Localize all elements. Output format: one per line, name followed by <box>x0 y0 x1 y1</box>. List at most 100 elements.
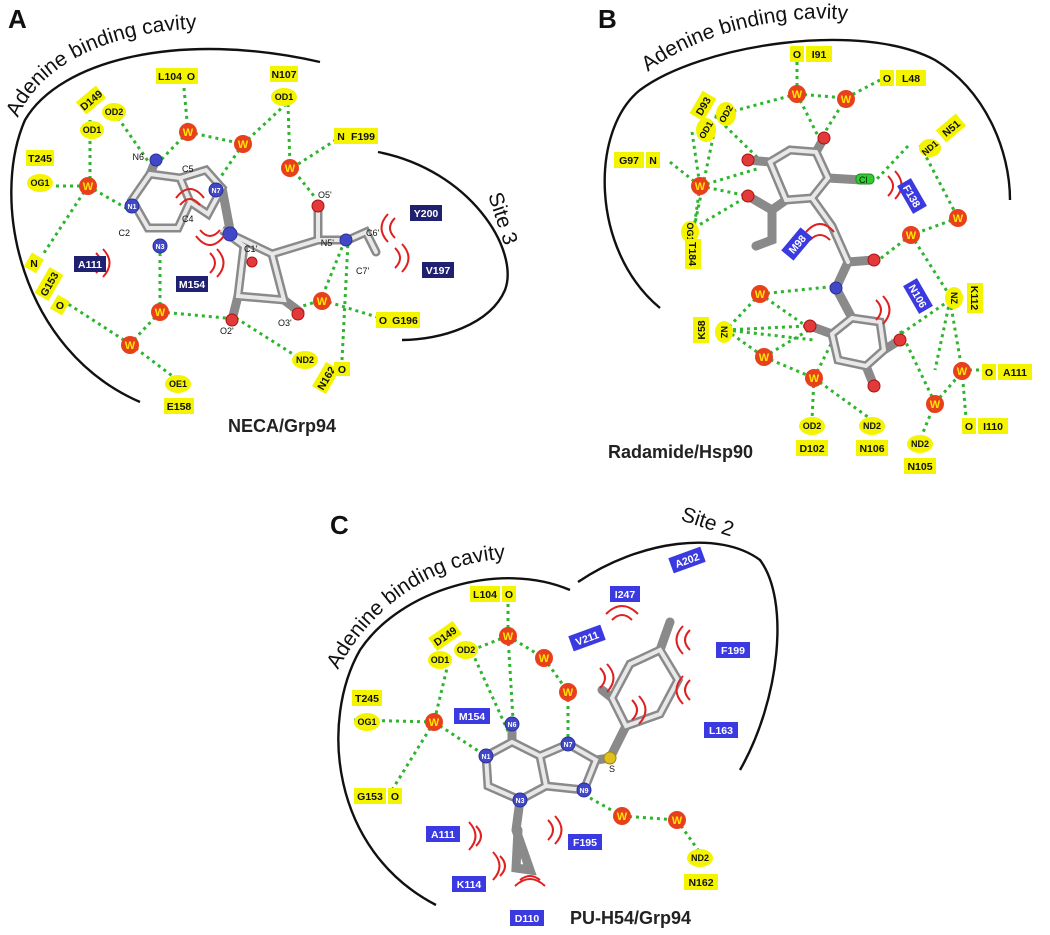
atom-o3p-a <box>291 307 305 321</box>
svg-text:Cl: Cl <box>859 175 868 185</box>
atom-n9-a <box>222 226 238 242</box>
atom-o2p-a <box>225 313 239 327</box>
atom-n6-a <box>149 153 163 167</box>
svg-text:W: W <box>672 815 683 827</box>
cavity-arc-b <box>603 38 1012 309</box>
svg-text:OD2: OD2 <box>105 107 124 117</box>
ligand-labels-c: N6 N1 N7 N3 N9 S <box>482 722 615 805</box>
ligand-a <box>124 153 381 327</box>
svg-text:C7': C7' <box>356 266 370 276</box>
svg-text:O: O <box>391 791 399 803</box>
panel-title-a: NECA/Grp94 <box>228 416 336 436</box>
svg-text:N1: N1 <box>482 754 491 761</box>
svg-text:C2: C2 <box>118 228 130 238</box>
svg-text:OG1: OG1 <box>30 178 49 188</box>
atom-n5p-a <box>339 233 353 247</box>
residues-yellow-c: L104 O D149 OD1 OD2 T245 OG1 G153 O ND2 … <box>352 586 718 890</box>
residue-t245-c: T245 <box>355 693 379 705</box>
svg-text:O: O <box>985 367 993 379</box>
panel-title-c: PU-H54/Grp94 <box>570 908 691 928</box>
svg-text:N7: N7 <box>212 188 221 195</box>
svg-text:N: N <box>649 155 657 167</box>
residue-f195-c: F195 <box>573 837 597 849</box>
svg-text:O: O <box>883 73 891 85</box>
svg-text:OG1: OG1 <box>357 717 376 727</box>
waters-c: W W W W W W <box>425 627 686 829</box>
atom-n1-a <box>124 198 140 214</box>
svg-text:OE1: OE1 <box>169 379 187 389</box>
svg-text:O2': O2' <box>220 326 234 336</box>
svg-text:W: W <box>503 631 514 643</box>
svg-text:W: W <box>953 213 964 225</box>
cavity-arc-a <box>10 47 321 404</box>
residue-m154-a: M154 <box>179 279 205 291</box>
svg-text:W: W <box>695 181 706 193</box>
atom-o5p-a <box>311 199 325 213</box>
residue-n107-a: N107 <box>271 69 296 81</box>
svg-text:N3: N3 <box>156 244 165 251</box>
atom-s-c <box>603 751 617 765</box>
residue-a111-b: A111 <box>1003 367 1027 379</box>
residues-blue-a: A111 M154 Y200 V197 <box>74 205 454 292</box>
residue-g196-a: G196 <box>392 315 418 327</box>
residues-yellow-a: L104 O N107 OD1 N F199 T245 OG1 D149 OD1… <box>23 66 420 414</box>
svg-text:W: W <box>155 307 166 319</box>
svg-text:N6: N6 <box>132 152 144 162</box>
ligand-c <box>478 617 684 876</box>
residue-d102-b: D102 <box>799 443 824 455</box>
svg-text:W: W <box>317 296 328 308</box>
svg-text:O: O <box>56 300 64 312</box>
svg-text:C1': C1' <box>244 244 258 254</box>
svg-text:N9: N9 <box>580 788 589 795</box>
svg-text:W: W <box>539 653 550 665</box>
panel-a: A Adenine binding cavity Site 3 <box>2 4 522 436</box>
svg-text:NZ: NZ <box>719 326 729 338</box>
atom-cl-b <box>855 173 875 185</box>
residue-l163-c: L163 <box>709 725 733 737</box>
svg-text:O3': O3' <box>278 318 292 328</box>
residue-l104-c: L104 <box>473 589 497 601</box>
waters-b: W W W W W W W W W W <box>691 85 971 413</box>
panel-letter-a: A <box>8 4 27 34</box>
residue-k112-b: K112 <box>968 286 980 311</box>
residue-g97-b: G97 <box>619 155 639 167</box>
residue-i110-b: I110 <box>983 421 1003 433</box>
panel-letter-b: B <box>598 4 617 34</box>
residue-l48-b: L48 <box>902 73 920 85</box>
residue-g153-c: G153 <box>357 791 383 803</box>
residue-y200-a: Y200 <box>414 208 439 220</box>
svg-text:N: N <box>30 258 38 270</box>
hydrophobic-arcs-c <box>468 605 691 887</box>
panel-letter-c: C <box>330 510 349 540</box>
svg-text:W: W <box>183 127 194 139</box>
svg-text:O: O <box>505 589 513 601</box>
svg-text:O: O <box>793 49 801 61</box>
svg-text:C5: C5 <box>182 164 194 174</box>
residue-f199-a: F199 <box>351 131 375 143</box>
residue-d110-c: D110 <box>515 913 540 925</box>
site-arc-c <box>577 541 779 771</box>
svg-text:W: W <box>930 399 941 411</box>
hydrophobic-arcs-a <box>95 188 410 278</box>
svg-text:W: W <box>285 163 296 175</box>
svg-text:W: W <box>792 89 803 101</box>
residues-blue-b: F138 M98 N106 <box>781 178 933 314</box>
svg-text:W: W <box>755 289 766 301</box>
ligand-b: Cl <box>741 131 907 393</box>
svg-text:O: O <box>187 71 195 83</box>
svg-text:O: O <box>965 421 973 433</box>
svg-text:ND2: ND2 <box>863 421 881 431</box>
residue-i247-c: I247 <box>615 589 636 601</box>
residue-n162-c: N162 <box>688 877 713 889</box>
svg-text:OG1: OG1 <box>685 222 695 241</box>
residue-n105-b: N105 <box>907 461 932 473</box>
waters-a: W W W W W W W <box>79 123 331 354</box>
site-arc-a <box>377 150 509 342</box>
atom-o4p-a <box>246 256 258 268</box>
svg-text:N: N <box>337 131 345 143</box>
svg-text:W: W <box>841 94 852 106</box>
atom-n7-a <box>208 182 224 198</box>
svg-text:W: W <box>238 139 249 151</box>
panel-b: B Adenine binding cavity <box>598 1 1032 474</box>
svg-text:W: W <box>617 811 628 823</box>
